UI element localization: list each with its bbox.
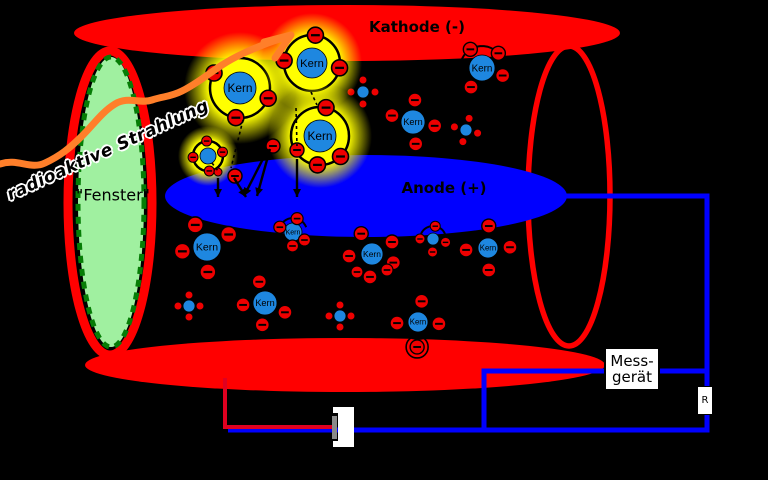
atom-nucleus [252,290,278,316]
battery-short-plate [332,416,337,439]
resistor-box: R [697,386,713,415]
atom-nucleus [356,85,370,99]
atom-nucleus [360,242,384,266]
kern-label: Kern [300,58,324,70]
electron [458,137,468,147]
atom-nucleus [477,237,499,259]
electron-arrowhead [244,187,252,196]
ionization-track [295,107,298,147]
battery-symbol [332,407,354,447]
kern-label: Kern [363,249,381,259]
kern-label: Kern [403,117,422,127]
electron [449,122,459,132]
atom-nucleus [192,232,222,262]
electron [213,167,223,177]
electron [464,113,474,123]
electron-ring [405,335,429,359]
kern-label: Kern [227,81,252,95]
electron [370,87,380,97]
window-ellipse [75,54,147,350]
atom-nucleus [407,311,429,333]
battery-serif-bottom [333,441,338,447]
kern-label: Kern [480,244,496,253]
atom-nucleus [426,232,440,246]
electron-arrowhead [293,189,301,197]
ionization-track [211,162,219,172]
battery-serif-top [333,407,338,413]
wire-meter-branch [481,368,707,430]
ionization-track [230,119,244,169]
electron [335,322,345,332]
anode-ellipse [165,155,567,237]
kern-label: Kern [255,298,274,308]
wire-anode-blue [228,193,710,433]
beam-path [0,32,294,169]
radiation-beam [0,31,295,169]
cathode-bottom-ellipse [85,338,605,392]
atom-nucleus [223,71,257,105]
electron [184,290,194,300]
electron-arrow [242,148,270,197]
electron-orbit-arc [401,327,435,341]
atom-nucleus [468,54,496,82]
electron [346,311,356,321]
electron [324,311,334,321]
atom-layer: KernKernKernKernKernKernKernKernKernKern… [173,13,518,359]
wire-cathode-red [223,378,333,429]
fenster-label: "Fenster" [75,185,151,205]
atom-nucleus [400,109,426,135]
battery-long-plate [338,407,354,447]
electron [173,301,183,311]
kern-label: Kern [307,129,332,143]
atom-nucleus [303,119,337,153]
atom-nucleus [333,309,347,323]
electron-arrowhead [255,187,263,196]
resistor-label: R [701,395,709,406]
electron-arrow [255,148,272,197]
atom-nucleus [459,123,473,137]
atom-nucleus [199,147,217,165]
kern-label: Kern [196,242,218,254]
atom-nucleus [182,299,196,313]
tube-left-ring [63,46,157,360]
kathode-label: Kathode (-) [369,18,465,36]
anode-label: Anode (+) [401,179,487,197]
electron [335,300,345,310]
kern-label: Kern [472,63,493,74]
measuring-device-box: Mess- gerät [604,347,660,391]
measuring-device-label-line2: gerät [612,368,652,386]
kern-label: Kern [285,228,300,236]
atom-nucleus [296,47,328,79]
electron-arrowhead [214,189,222,197]
measuring-device-label-line1: Mess- [610,352,654,370]
electron [184,312,194,322]
beam-arrowhead [260,31,295,62]
electron [195,301,205,311]
electron [358,75,368,85]
kern-label: Kern [410,318,426,327]
ionization-track [310,91,318,106]
electron [473,128,483,138]
